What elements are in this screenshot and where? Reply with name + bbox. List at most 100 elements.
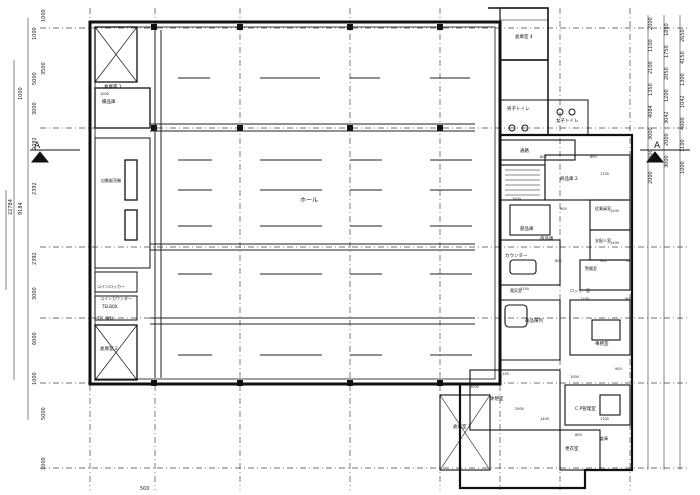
dim-top-3: 5000 (41, 407, 47, 420)
dim-small-7: 1400 (610, 241, 619, 245)
dim-right-2: 2650 (680, 29, 686, 42)
dim-small-12: 800 (625, 297, 632, 301)
dim-right-1: 1850 (664, 23, 670, 36)
dim-left-7: 2392 (32, 252, 38, 265)
top-dimensions: 1000 3500 1000 5000 1000 (18, 9, 47, 470)
dim-right-3: 1100 (648, 39, 654, 52)
dim-small-14: 1000 (570, 375, 579, 379)
dim-right-18: 3000 (648, 149, 654, 162)
security-label: 警備室 (585, 265, 597, 271)
dim-right-9: 1350 (648, 83, 654, 96)
dim-right-14: 4000 (680, 117, 686, 130)
dim-top-0: 1000 (41, 9, 47, 22)
dim-right-5: 4150 (680, 51, 686, 64)
dim-small-2: 800 (590, 155, 597, 159)
dim-right-10: 1200 (664, 89, 670, 102)
toilets (499, 99, 589, 136)
small-dimensions: 1000 800 800 1700 1000 900 1200 1400 800 900 1150 1… (100, 92, 632, 437)
dim-small-16: 1400 (540, 417, 549, 421)
dim-small-0: 1000 (100, 92, 109, 96)
left-service-strip (94, 26, 151, 381)
dim-small-6: 1200 (610, 209, 619, 213)
dim-right-0: 2000 (648, 17, 654, 30)
section-markers (30, 149, 690, 163)
dim-right-19: 3000 (664, 155, 670, 168)
dim-top-4: 1000 (41, 457, 47, 470)
coin-locker-label: コインロッカー (97, 284, 125, 289)
building-walls (88, 7, 634, 490)
stairs (505, 169, 540, 196)
hall-label: ホール (300, 197, 318, 204)
parts-label: 部品庫 (520, 225, 534, 232)
tel-box-label: TEL BOX (96, 316, 114, 321)
dim-left-0: 1000 (32, 27, 38, 40)
dim-right-21: 2000 (648, 171, 654, 184)
dim-top-2: 1000 (18, 87, 24, 100)
dim-small-21: 700 (625, 259, 632, 263)
dim-right-15: 3000 (648, 127, 654, 140)
staff-label: 従業員室 (595, 205, 611, 211)
dim-left-4: 2392 (32, 182, 38, 195)
dim-small-18: 800 (575, 433, 582, 437)
storage3-label: 倉庫室 3 (453, 423, 471, 430)
store-label: 倉庫 (600, 435, 608, 441)
dim-small-10: 1150 (520, 287, 529, 291)
dim-small-11: 1100 (580, 297, 589, 301)
dim-small-5: 900 (560, 207, 567, 211)
dim-left-5: 9184 (18, 202, 24, 215)
dim-left-6: 22784 (8, 199, 14, 215)
dim-left-10: 1000 (32, 372, 38, 385)
dim-right-11: 1042 (680, 95, 686, 108)
corridor-label: 通路 (520, 147, 529, 154)
telbox-label: TELBOX (101, 304, 118, 309)
goods-label: 商品庫 (540, 235, 554, 242)
dim-right-20: 1000 (680, 161, 686, 174)
toilet2-label: 女子トイレ (556, 117, 579, 124)
dim-right-8: 1300 (680, 73, 686, 86)
dim-right-6: 2100 (648, 61, 654, 74)
dim-small-17: 1100 (600, 417, 609, 421)
counter-label: カウンター (505, 252, 528, 259)
storage1-label: 倉庫室 1 (104, 83, 122, 90)
changing-label: 更衣室 (565, 445, 579, 452)
coin-counter-label: コインカウンター (100, 295, 132, 301)
office-label: 事務室 (595, 340, 609, 347)
dim-small-20: 900 (615, 367, 622, 371)
storage4-label: 倉庫室 4 (515, 33, 533, 40)
dim-small-19: 1000 (470, 385, 479, 389)
dim-small-15: 2500 (515, 407, 524, 411)
supply-room-label: 備品庫 (102, 98, 116, 105)
right-wing-rooms (439, 139, 631, 471)
dim-small-1: 800 (540, 155, 547, 159)
dim-left-3: 2392 (32, 137, 38, 150)
dim-small-3: 1700 (600, 172, 609, 176)
section-marker-right: A (654, 141, 661, 151)
left-dimension-chain (5, 18, 29, 420)
right-dimension-chain (647, 15, 681, 470)
dim-left-2: 3000 (32, 102, 38, 115)
manager-label: 支配人室 (595, 237, 611, 243)
dim-bottom-0: 500 (140, 486, 150, 492)
dim-small-9: 900 (600, 259, 607, 263)
dim-top-1: 3500 (41, 62, 47, 75)
machine-room-label: 自動販売機 (101, 177, 121, 183)
elec-label: 電気室 (510, 287, 522, 293)
hall-beams (150, 30, 475, 378)
dim-left-9: 6000 (32, 332, 38, 345)
dim-right-4: 1750 (664, 45, 670, 58)
dim-right-17: 1100 (680, 139, 686, 152)
cp-room-label: C.P管理室 (575, 405, 596, 412)
dim-left-8: 3000 (32, 287, 38, 300)
dim-right-16: 2000 (664, 133, 670, 146)
toilet1-label: 男子トイレ (507, 105, 530, 112)
display-label: 商品陳列 (525, 317, 543, 324)
dim-small-8: 800 (555, 259, 562, 263)
storage4-block (488, 7, 549, 61)
dim-small-4: 1000 (512, 197, 521, 201)
storage2-label: 倉庫室 2 (100, 345, 118, 352)
dim-left-1: 5000 (32, 72, 38, 85)
columns (151, 24, 443, 386)
goods2-label: 商品庫 2 (560, 175, 578, 182)
